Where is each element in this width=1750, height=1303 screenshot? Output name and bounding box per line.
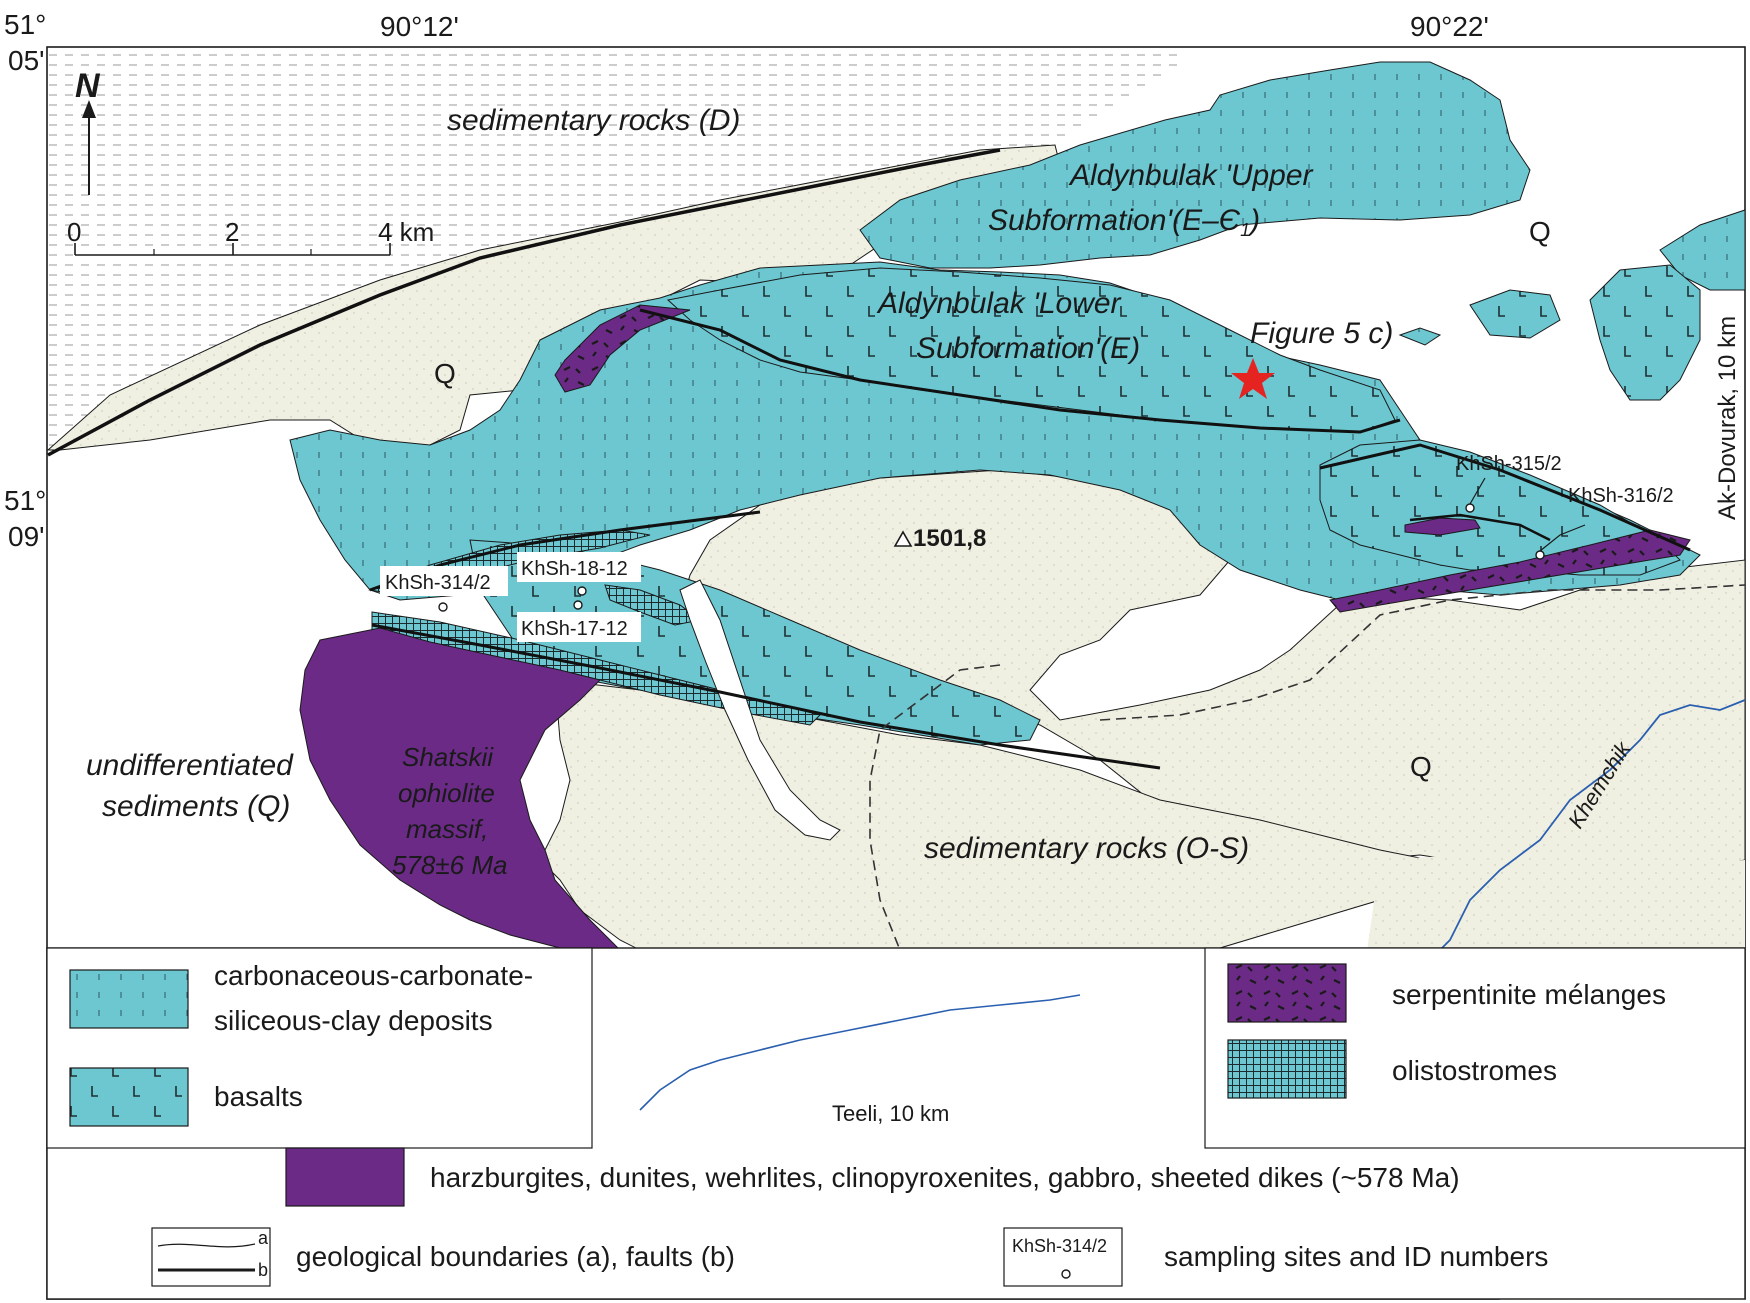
serpentinite-melange-west: [554, 304, 691, 393]
legend-swatch-bound: [151, 1227, 271, 1287]
label-q-west: Q: [434, 358, 456, 389]
legend-carb-1: carbonaceous-carbonate-: [214, 960, 533, 991]
north-symbol: N: [75, 67, 101, 105]
basalt-blob-3: [1398, 327, 1442, 346]
sample-label-316: KhSh-316/2: [1568, 485, 1674, 507]
legend-swatch-carb: [69, 969, 189, 1029]
legend-basalts: basalts: [214, 1081, 303, 1112]
legend-swatch-harz: [285, 1147, 405, 1207]
label-elevation: 1501,8: [913, 525, 986, 552]
legend-swatch-olisto: [1227, 1039, 1347, 1099]
legend-olisto: olistostromes: [1392, 1055, 1557, 1086]
sample-label-17-12: KhSh-17-12: [521, 618, 628, 640]
sample-label-bg-18: [517, 552, 641, 582]
label-upper-2-sub: 1: [1240, 220, 1250, 240]
sample-point-314: [438, 602, 448, 612]
legend-swatch-basalt: [69, 1067, 189, 1127]
label-q-northeast: Q: [1529, 216, 1551, 247]
label-upper-1: Aldynbulak 'Upper: [1068, 159, 1314, 192]
sample-label-18-12: KhSh-18-12: [521, 558, 628, 580]
label-sed-os: sedimentary rocks (O-S): [924, 832, 1249, 865]
sample-label-bg-314: [380, 566, 508, 596]
sample-label-315: KhSh-315/2: [1456, 453, 1562, 475]
label-lower-1: Aldynbulak 'Lower: [876, 287, 1122, 320]
north-arrow: [82, 100, 96, 195]
beige-northwest: [46, 144, 1061, 451]
sample-point-315: [1465, 503, 1475, 513]
serpentinite-melange-east: [1329, 529, 1691, 613]
legend-sampling: sampling sites and ID numbers: [1164, 1241, 1548, 1272]
label-upper-2-main: Subformation'(E–Є: [988, 204, 1241, 237]
sample-leader-316: [1539, 524, 1586, 552]
legend-serp: serpentinite mélanges: [1392, 979, 1666, 1010]
basalt-east: [1319, 439, 1681, 576]
legend-carb-2: siliceous-clay deposits: [214, 1005, 493, 1036]
legend-bound: geological boundaries (a), faults (b): [296, 1241, 735, 1272]
scale-4: 4 km: [378, 217, 434, 247]
fault-lower-sub: [639, 308, 1401, 434]
scale-2: 2: [225, 217, 239, 247]
sample-leader-315: [1469, 477, 1486, 505]
sample-label-314: KhSh-314/2: [385, 572, 491, 594]
legend-sampling-box-text: KhSh-314/2: [1012, 1236, 1107, 1256]
sedimentary-d-unit: [48, 48, 1185, 450]
road-ak-dovurak: [1099, 584, 1746, 721]
scale-0: 0: [67, 217, 81, 247]
river-lower: [639, 994, 1081, 1111]
lat-top-min: 05': [8, 45, 45, 76]
label-ophio-2: ophiolite: [398, 778, 495, 808]
olistostromes-central: [604, 584, 702, 626]
sample-point-316: [1535, 550, 1545, 560]
lon-left: 90°12': [380, 11, 459, 42]
label-upper-2-close: ): [1247, 204, 1260, 237]
label-figure-5c: Figure 5 c): [1250, 317, 1393, 350]
label-ophio-3: massif,: [406, 814, 488, 844]
fault-east-lens: [1409, 513, 1551, 542]
label-q-east: Q: [1410, 751, 1432, 782]
fault-south: [371, 623, 1161, 770]
legend-boundary-line: [157, 1243, 256, 1248]
label-sed-d: sedimentary rocks (D): [447, 104, 740, 137]
label-undiff-1: undifferentiated: [86, 749, 294, 782]
label-ak-dovurak: Ak-Dovurak, 10 km: [1714, 316, 1741, 520]
legend-sampling-point: [1061, 1269, 1071, 1279]
lon-right: 90°22': [1410, 11, 1489, 42]
basalt-blob-1: [1469, 289, 1561, 339]
figure-5c-star: [1231, 358, 1275, 399]
fault-northwest: [47, 148, 1001, 457]
label-ophio-1: Shatskii: [402, 742, 494, 772]
sample-point-18-12: [577, 586, 587, 596]
legend-bound-a: a: [258, 1228, 269, 1248]
lat-mid-min: 09': [8, 521, 45, 552]
lat-mid-deg: 51°: [4, 485, 46, 516]
legend-swatch-serp: [1227, 963, 1347, 1023]
label-teeli: Teeli, 10 km: [832, 1101, 949, 1126]
sample-label-bg-17: [517, 612, 641, 642]
upper-subformation-north: [859, 61, 1531, 269]
quaternary-valley: [679, 579, 841, 841]
legend-bound-b: b: [258, 1260, 268, 1280]
lat-top-deg: 51°: [4, 9, 46, 40]
legend-harz: harzburgites, dunites, wehrlites, clinop…: [430, 1162, 1460, 1193]
label-undiff-2: sediments (Q): [102, 790, 290, 823]
scale-bar: [74, 243, 391, 256]
label-ophio-4: 578±6 Ma: [392, 850, 507, 880]
basalt-blob-2: [1589, 264, 1701, 401]
label-lower-2: Subformation'(E): [916, 332, 1140, 365]
label-upper-2: Subformation'(E–Є1): [988, 204, 1260, 240]
fault-east: [1319, 443, 1691, 552]
elevation-triangle-icon: [893, 530, 913, 547]
sample-point-17-12: [573, 600, 583, 610]
shatskii-ophiolite-massif: [299, 627, 621, 956]
